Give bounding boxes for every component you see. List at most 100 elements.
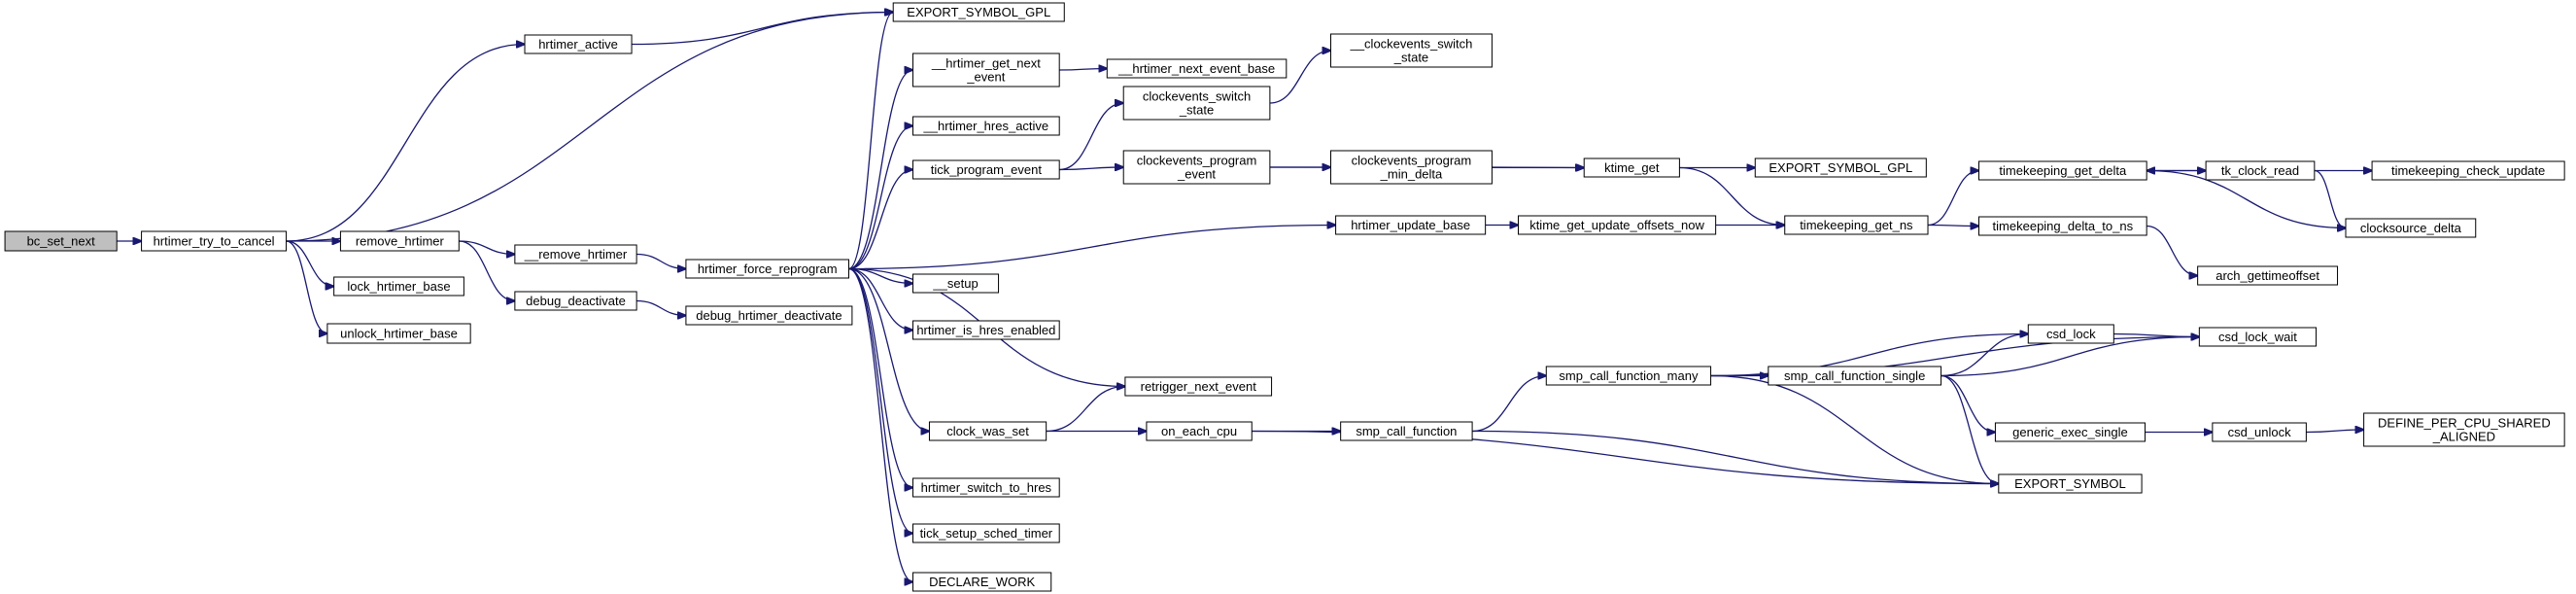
node---hrtimer-hres-active[interactable]: __hrtimer_hres_active — [912, 116, 1060, 136]
node-label: smp_call_function_single — [1784, 368, 1925, 383]
edge-hrtimer_force_reprogram-to-tick_program_event — [848, 170, 913, 270]
node-export-symbol-gpl-2[interactable]: EXPORT_SYMBOL_GPL — [1754, 157, 1927, 178]
node-hrtimer-try-to-cancel[interactable]: hrtimer_try_to_cancel — [141, 230, 288, 252]
node-label: tk_clock_read — [2221, 163, 2299, 178]
edge-debug_deactivate-to-debug_hrtimer_deactivate — [636, 299, 686, 316]
node-label: _event — [966, 70, 1005, 85]
edge-clockevents_switch_state-to-__clockevents_switch_state — [1269, 51, 1331, 104]
node-label: EXPORT_SYMBOL — [2014, 476, 2126, 491]
edge-line — [848, 267, 913, 582]
node-box — [912, 52, 1060, 87]
node-box — [1517, 215, 1717, 235]
node---setup[interactable]: __setup — [912, 273, 1000, 294]
node-label: __hrtimer_get_next — [931, 56, 1041, 71]
node---hrtimer-next-event-base[interactable]: __hrtimer_next_event_base — [1106, 58, 1288, 79]
edge-hrtimer_try_to_cancel-to-hrtimer_active — [286, 45, 525, 242]
node-csd-lock-wait[interactable]: csd_lock_wait — [2198, 327, 2318, 347]
node-smp-call-function[interactable]: smp_call_function — [1340, 421, 1473, 441]
node-declare-work[interactable]: DECLARE_WORK — [912, 572, 1052, 592]
node-timekeeping-get-delta[interactable]: timekeeping_get_delta — [1977, 160, 2147, 181]
node-generic-exec-single[interactable]: generic_exec_single — [1994, 422, 2146, 442]
edge-line — [1927, 171, 1978, 227]
node-label: DEFINE_PER_CPU_SHARED — [2378, 416, 2551, 431]
node-label: _event — [1177, 167, 1216, 182]
node-timekeeping-check-update[interactable]: timekeeping_check_update — [2371, 160, 2565, 181]
node-hrtimer-is-hres-enabled[interactable]: hrtimer_is_hres_enabled — [912, 320, 1060, 340]
node-on-each-cpu[interactable]: on_each_cpu — [1146, 421, 1253, 441]
node-clocksource-delta[interactable]: clocksource_delta — [2345, 218, 2477, 238]
edge-hrtimer_force_reprogram-to-hrtimer_update_base — [848, 226, 1336, 270]
node-hrtimer-switch-to-hres[interactable]: hrtimer_switch_to_hres — [912, 477, 1060, 498]
node-box — [1545, 366, 1712, 386]
node-label: ktime_get — [1604, 160, 1660, 175]
node-clockevents-program-min-delta[interactable]: clockevents_program_min_delta — [1330, 150, 1493, 185]
node-hrtimer-active[interactable]: hrtimer_active — [524, 34, 633, 54]
node-label: tick_program_event — [931, 162, 1043, 177]
node-lock-hrtimer-base[interactable]: lock_hrtimer_base — [333, 276, 464, 297]
node-arch-gettimeoffset[interactable]: arch_gettimeoffset — [2197, 265, 2339, 286]
node-label: hrtimer_try_to_cancel — [154, 234, 275, 249]
node-unlock-hrtimer-base[interactable]: unlock_hrtimer_base — [326, 323, 471, 344]
node-tick-program-event[interactable]: tick_program_event — [912, 159, 1060, 180]
node-remove-hrtimer[interactable]: remove_hrtimer — [339, 230, 460, 252]
node-define-per-cpu-shared-aligned[interactable]: DEFINE_PER_CPU_SHARED_ALIGNED — [2363, 412, 2565, 447]
node-tk-clock-read[interactable]: tk_clock_read — [2205, 160, 2316, 181]
node-smp-call-function-many[interactable]: smp_call_function_many — [1545, 366, 1712, 386]
edge-line — [1059, 103, 1123, 171]
node-hrtimer-force-reprogram[interactable]: hrtimer_force_reprogram — [685, 259, 850, 279]
node-timekeeping-get-ns[interactable]: timekeeping_get_ns — [1784, 215, 1929, 235]
node-label: tick_setup_sched_timer — [920, 526, 1053, 541]
node-clock-was-set[interactable]: clock_was_set — [928, 421, 1048, 441]
edge-line — [1046, 387, 1125, 433]
edge-hrtimer_force_reprogram-to-clock_was_set — [848, 267, 930, 432]
edge-ktime_get-to-timekeeping_get_ns — [1679, 166, 1784, 226]
node-box — [2371, 160, 2565, 181]
edge-line — [1059, 167, 1123, 170]
node-export-symbol[interactable]: EXPORT_SYMBOL — [1998, 473, 2143, 494]
edge-line — [286, 45, 525, 242]
node-clockevents-program-event[interactable]: clockevents_program_event — [1122, 150, 1271, 185]
node-box — [912, 320, 1060, 340]
node-box — [1998, 473, 2143, 494]
edge-line — [848, 126, 913, 270]
edge-line — [1941, 337, 2200, 377]
node-box — [2027, 324, 2114, 344]
node-box — [1330, 33, 1493, 68]
node-label: timekeeping_delta_to_ns — [1993, 219, 2134, 233]
edge-line — [848, 70, 913, 270]
node---clockevents-switch-state[interactable]: __clockevents_switch_state — [1330, 33, 1493, 68]
node-debug-hrtimer-deactivate[interactable]: debug_hrtimer_deactivate — [685, 305, 853, 326]
node-csd-lock[interactable]: csd_lock — [2027, 324, 2114, 344]
node-retrigger-next-event[interactable]: retrigger_next_event — [1124, 376, 1273, 397]
node-box — [2198, 327, 2318, 347]
node-clockevents-switch-state[interactable]: clockevents_switch_state — [1122, 86, 1271, 121]
node-csd-unlock[interactable]: csd_unlock — [2212, 422, 2307, 442]
node-ktime-get[interactable]: ktime_get — [1583, 157, 1680, 178]
node---remove-hrtimer[interactable]: __remove_hrtimer — [514, 244, 637, 264]
edge-line — [459, 240, 515, 301]
node-label: hrtimer_update_base — [1351, 218, 1470, 232]
node-box — [339, 230, 460, 252]
node-smp-call-function-single[interactable]: smp_call_function_single — [1768, 366, 1942, 386]
node-timekeeping-delta-to-ns[interactable]: timekeeping_delta_to_ns — [1977, 216, 2147, 236]
node-export-symbol-gpl-1[interactable]: EXPORT_SYMBOL_GPL — [892, 2, 1065, 22]
edge-line — [636, 253, 686, 269]
node-bc-set-next[interactable]: bc_set_next — [4, 230, 118, 252]
node-box — [2197, 265, 2339, 286]
node-hrtimer-update-base[interactable]: hrtimer_update_base — [1335, 215, 1487, 235]
node-label: bc_set_next — [27, 234, 95, 249]
node-label: debug_deactivate — [526, 294, 626, 308]
edge-hrtimer_force_reprogram-to-declare_work — [848, 267, 913, 582]
node---hrtimer-get-next-event[interactable]: __hrtimer_get_next_event — [912, 52, 1060, 87]
edge-clockevents_program_min_delta-to-ktime_get — [1492, 167, 1584, 168]
edge-smp_call_function_single-to-export_symbol — [1941, 374, 1999, 484]
node-ktime-get-update-offsets-now[interactable]: ktime_get_update_offsets_now — [1517, 215, 1717, 235]
node-debug-deactivate[interactable]: debug_deactivate — [514, 291, 637, 311]
node-label: csd_unlock — [2228, 425, 2292, 439]
node-label: hrtimer_is_hres_enabled — [916, 323, 1055, 337]
edge-hrtimer_try_to_cancel-to-lock_hrtimer_base — [286, 240, 334, 287]
node-tick-setup-sched-timer[interactable]: tick_setup_sched_timer — [912, 523, 1060, 543]
edge-timekeeping_get_delta-to-clocksource_delta — [2147, 169, 2346, 228]
node-box — [928, 421, 1048, 441]
edge-line — [1269, 51, 1331, 104]
